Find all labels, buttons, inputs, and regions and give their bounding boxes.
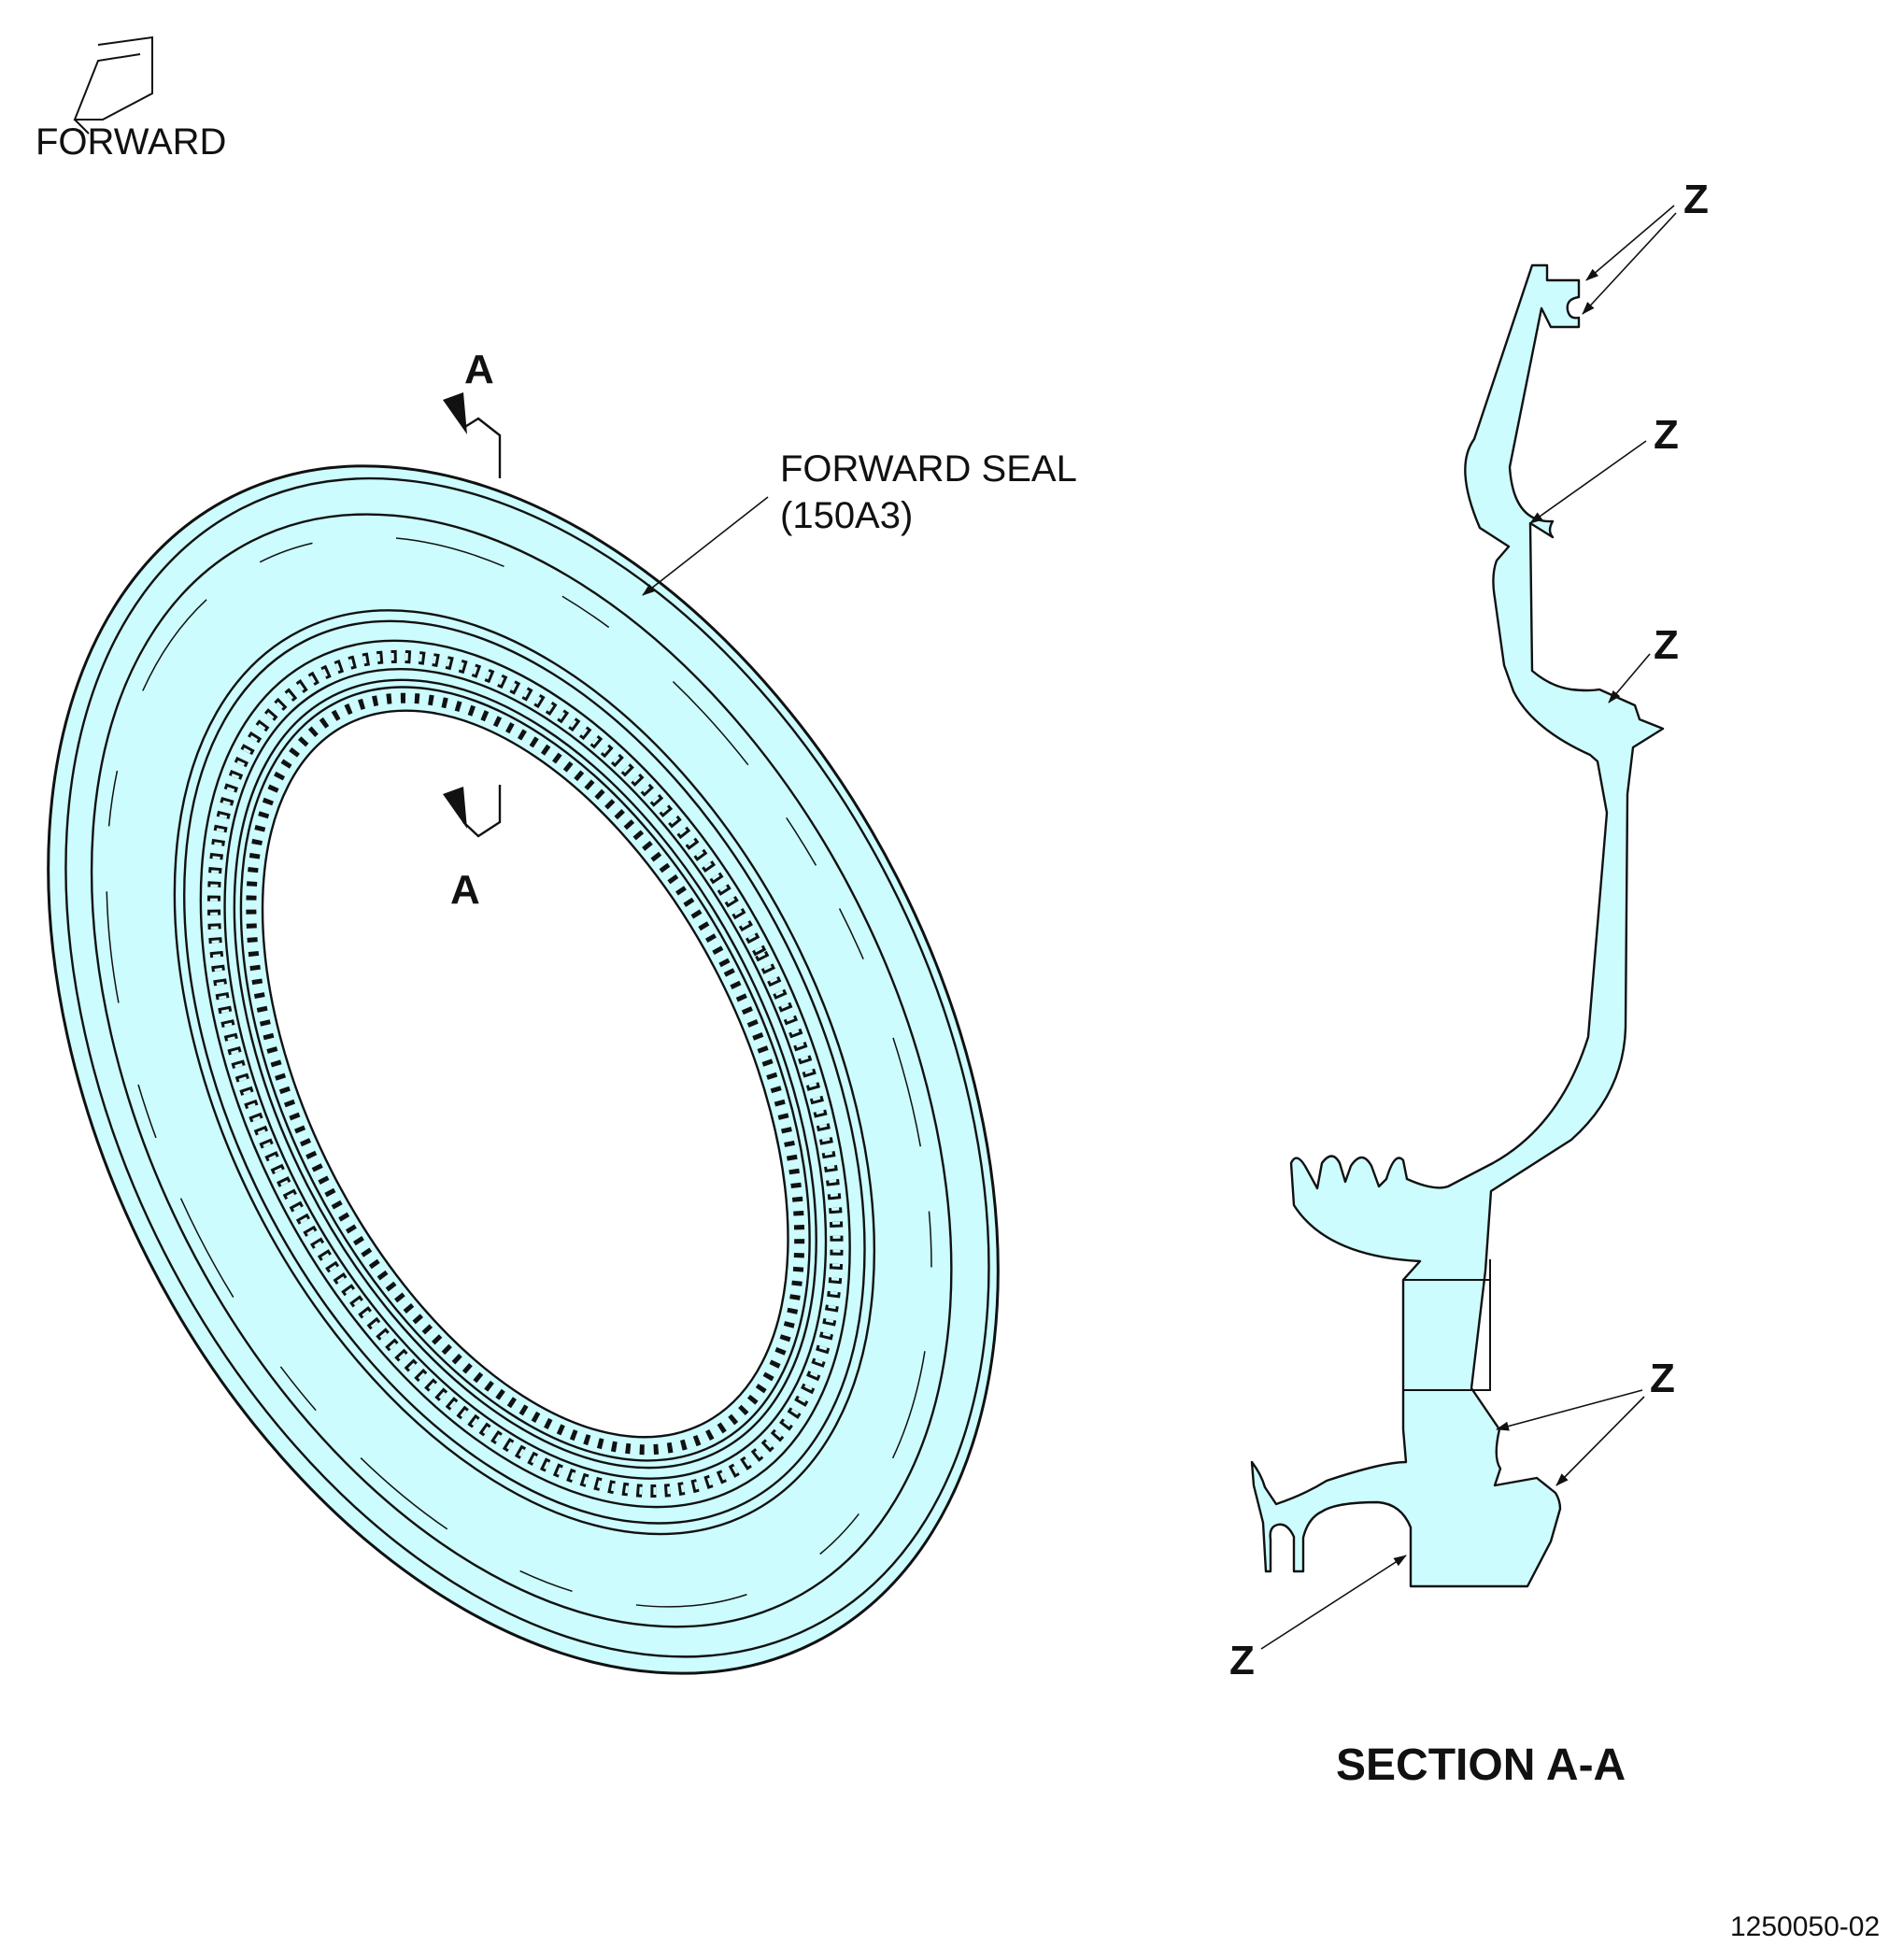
section-a-a-profile <box>1250 263 1665 1588</box>
figure-number: 1250050-02 <box>1730 1911 1880 1942</box>
section-marker-label-top: A <box>464 347 494 392</box>
section-hub-detail <box>1402 1259 1491 1391</box>
forward-arrow-icon <box>73 36 153 135</box>
part-leader-line <box>642 496 769 596</box>
forward-label: FORWARD <box>36 121 226 163</box>
callout-z-4: Z <box>1650 1356 1675 1401</box>
callout-z-5-leader <box>1260 1555 1407 1650</box>
callout-z-2: Z <box>1654 412 1679 458</box>
callout-z-3: Z <box>1654 622 1679 668</box>
section-cut-marker-top <box>443 392 502 478</box>
callout-z-1-leader-a <box>1585 205 1675 281</box>
part-number-label: (150A3) <box>780 495 913 536</box>
section-cut-marker-bottom <box>443 785 502 838</box>
callout-z-5: Z <box>1229 1638 1255 1683</box>
callout-z-3-leader <box>1608 653 1651 703</box>
callout-z-2-leader <box>1529 440 1647 524</box>
section-title: SECTION A-A <box>1336 1740 1626 1790</box>
part-name-label: FORWARD SEAL <box>780 448 1077 490</box>
callout-z-4-leader-a <box>1496 1389 1643 1431</box>
forward-seal-ring <box>47 464 1000 1675</box>
callout-z-1-leader-b <box>1582 212 1677 315</box>
callout-z-1: Z <box>1683 177 1709 222</box>
callout-z-4-leader-b <box>1555 1396 1645 1486</box>
section-marker-label-bottom: A <box>450 867 480 913</box>
